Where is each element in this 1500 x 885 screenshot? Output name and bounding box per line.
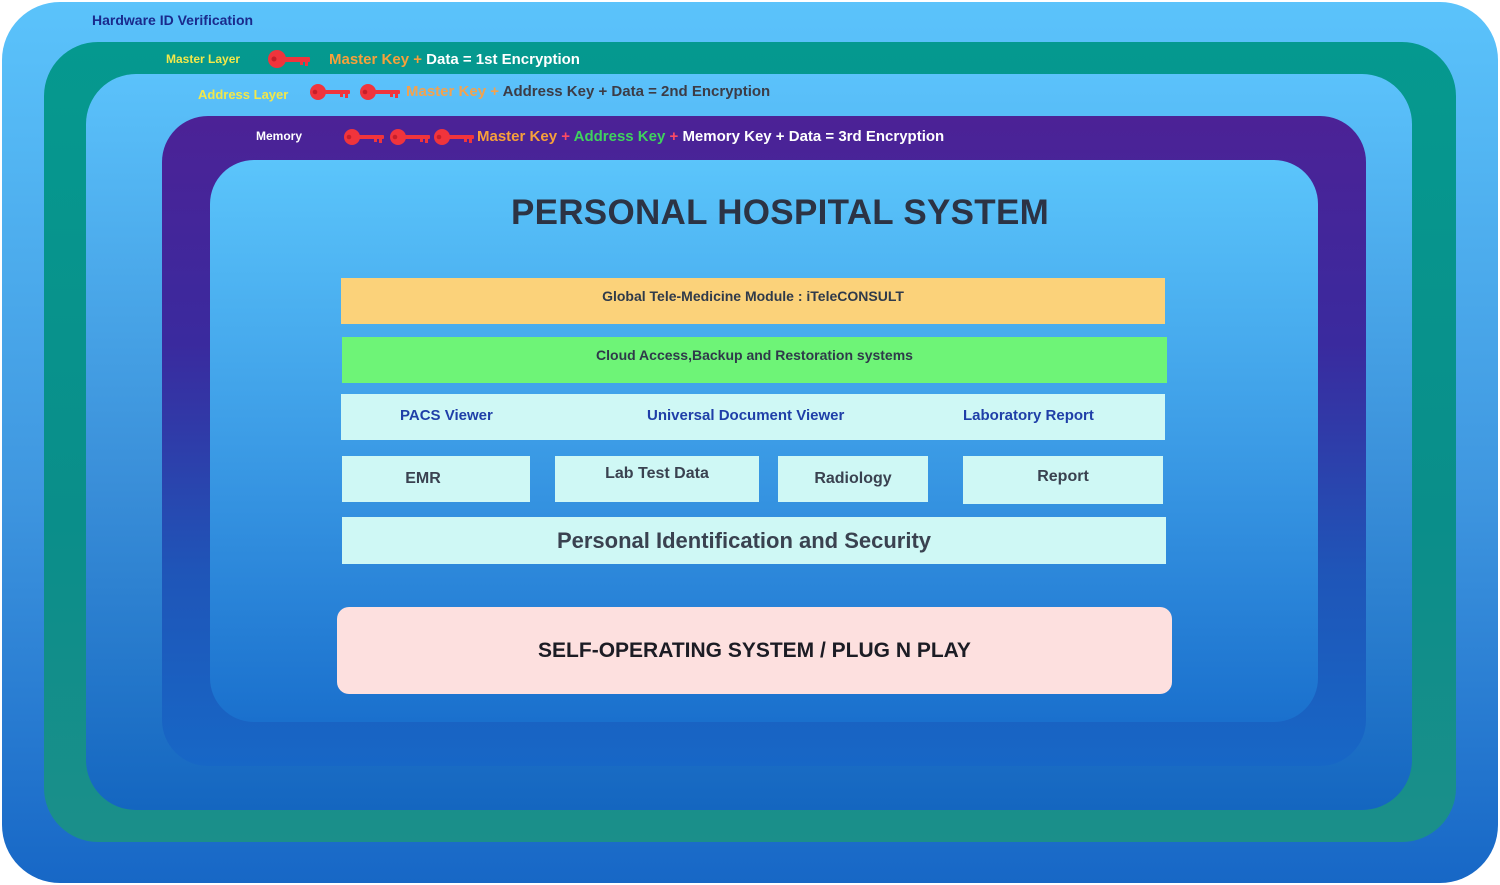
- lab-test-data-module: Lab Test Data: [555, 456, 759, 502]
- plus-sign: +: [561, 128, 570, 145]
- personal-identification-security: Personal Identification and Security: [342, 517, 1166, 564]
- plus-sign: +: [490, 83, 499, 100]
- universal-document-viewer: Universal Document Viewer: [647, 407, 845, 424]
- emr-module: EMR: [342, 456, 530, 502]
- hardware-id-label: Hardware ID Verification: [92, 12, 254, 28]
- key-icon: [344, 129, 384, 145]
- formula-rest: Address Key + Data = 2nd Encryption: [502, 83, 771, 100]
- master-key-term: Master Key: [477, 128, 558, 145]
- key-icon: [390, 129, 430, 145]
- address-layer-label: Address Layer: [198, 87, 289, 102]
- page-title: PERSONAL HOSPITAL SYSTEM: [510, 193, 1050, 232]
- key-icon: [434, 129, 474, 145]
- key-icon: [310, 84, 350, 100]
- report-module: Report: [963, 456, 1163, 504]
- radiology-module: Radiology: [778, 456, 928, 502]
- master-key-term: Master Key: [406, 83, 487, 100]
- self-operating-system-base: SELF-OPERATING SYSTEM / PLUG N PLAY: [337, 607, 1172, 694]
- first-encryption-formula: Master Key + Data = 1st Encryption: [329, 52, 580, 67]
- cloud-backup-module: Cloud Access,Backup and Restoration syst…: [342, 337, 1167, 383]
- plus-sign: +: [413, 51, 422, 68]
- laboratory-report-viewer: Laboratory Report: [963, 407, 1094, 424]
- master-layer-label: Master Layer: [166, 52, 241, 66]
- second-encryption-formula: Master Key + Address Key + Data = 2nd En…: [406, 84, 770, 99]
- telemedicine-module: Global Tele-Medicine Module : iTeleCONSU…: [341, 278, 1165, 324]
- master-key-term: Master Key: [329, 51, 410, 68]
- formula-rest: Data = 1st Encryption: [426, 51, 580, 68]
- address-key-term: Address Key: [573, 128, 666, 145]
- pacs-viewer: PACS Viewer: [400, 407, 493, 424]
- plus-sign: +: [669, 128, 679, 145]
- key-icon: [360, 84, 400, 100]
- third-encryption-formula: Master Key + Address Key + Memory Key + …: [477, 129, 944, 144]
- key-icon: [268, 50, 310, 68]
- viewers-row: PACS Viewer Universal Document Viewer La…: [341, 394, 1165, 440]
- memory-layer-label: Memory: [256, 129, 303, 143]
- formula-rest: Memory Key + Data = 3rd Encryption: [682, 128, 945, 145]
